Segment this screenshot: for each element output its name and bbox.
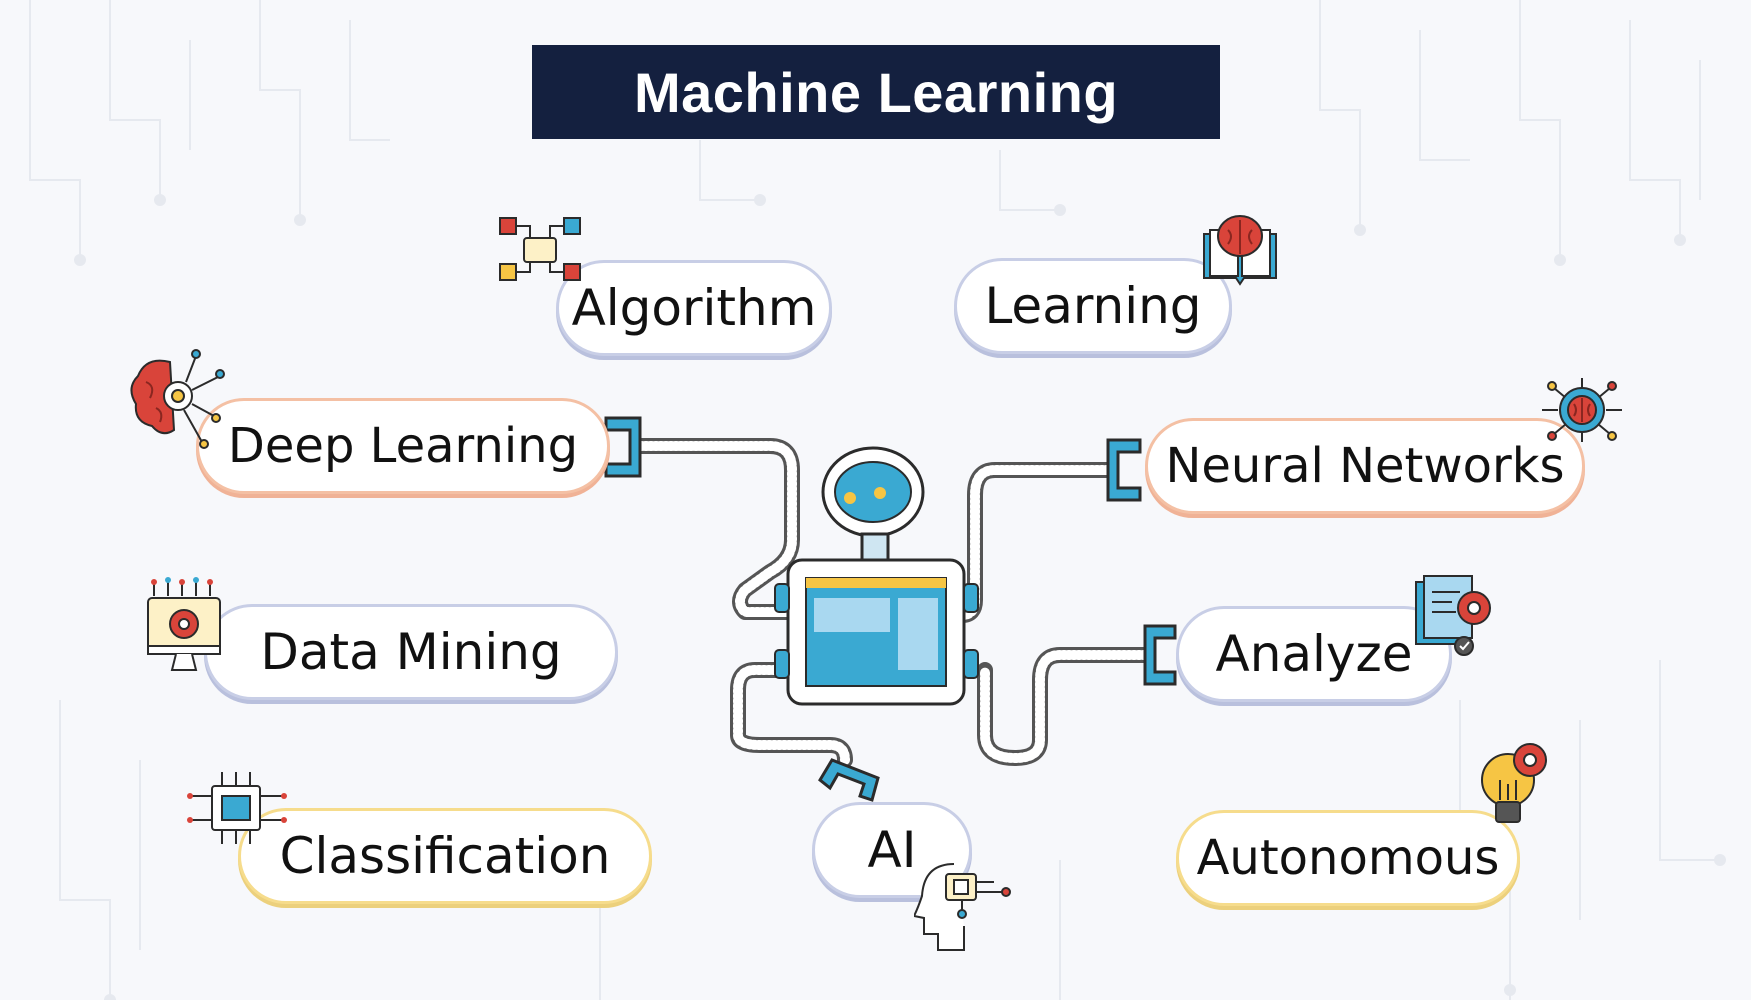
lightbulb-gear-icon	[1481, 743, 1547, 823]
node-analyze-label: Analyze	[1215, 625, 1413, 683]
node-learning-label: Learning	[984, 277, 1202, 335]
node-deep-learning[interactable]: Deep Learning	[196, 398, 610, 494]
node-deep-learning-label: Deep Learning	[227, 418, 579, 474]
node-data-mining-label: Data Mining	[260, 623, 562, 681]
node-classification[interactable]: Classification	[238, 808, 652, 904]
node-ai[interactable]: AI	[812, 802, 972, 898]
circuit-chip-icon	[499, 217, 581, 281]
node-autonomous[interactable]: Autonomous	[1176, 810, 1520, 906]
node-ai-label: AI	[867, 821, 917, 879]
head-chip-icon	[914, 863, 1011, 951]
node-analyze[interactable]: Analyze	[1176, 606, 1452, 702]
brain-circuit-icon	[1542, 378, 1622, 442]
node-algorithm-label: Algorithm	[571, 279, 817, 337]
node-data-mining[interactable]: Data Mining	[204, 604, 618, 700]
monitor-gear-icon	[147, 577, 221, 671]
node-neural-networks-label: Neural Networks	[1165, 438, 1565, 494]
node-neural-networks[interactable]: Neural Networks	[1145, 418, 1585, 514]
node-learning[interactable]: Learning	[954, 258, 1232, 354]
brain-gear-icon	[130, 349, 225, 449]
processor-chip-icon	[187, 772, 287, 844]
brain-book-icon	[1203, 215, 1277, 286]
page-title: Machine Learning	[532, 45, 1220, 139]
node-classification-label: Classification	[279, 827, 611, 885]
document-gear-icon	[1415, 575, 1491, 656]
node-algorithm[interactable]: Algorithm	[556, 260, 832, 356]
node-autonomous-label: Autonomous	[1196, 830, 1500, 886]
